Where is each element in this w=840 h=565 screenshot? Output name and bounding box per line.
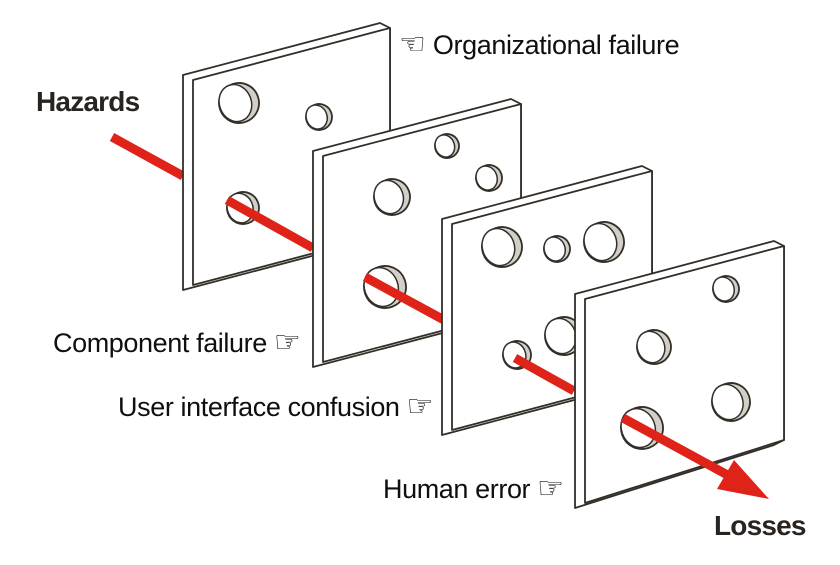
organizational-failure-label: ☜ Organizational failure [399,27,680,62]
organizational-failure-label-text: Organizational failure [432,29,680,60]
human-error-label: Human error ☞ [383,474,564,504]
human-error-label-text: Human error [383,473,531,504]
component-failure-label: Component failure ☞ [53,328,301,358]
hazard-arrow-segment [224,196,316,252]
hole-opening [636,330,666,364]
user-interface-confusion-label: User interface confusion ☞ [118,392,433,422]
cheese-slice-human-error [574,240,785,509]
losses-label: Losses [714,510,807,541]
cheese-hole [373,178,411,216]
hole-opening [481,227,516,267]
hole-opening [434,134,456,158]
right-pointing-hand-icon: ☞ [273,325,301,360]
hole-opening [583,222,618,262]
right-pointing-hand-icon: ☞ [537,471,565,506]
hazard-arrow-segment [620,414,736,482]
cheese-hole [434,133,460,159]
cheese-hole [475,164,503,192]
cheese-hole [481,226,523,268]
cheese-hole [636,329,672,365]
hole-opening [475,165,499,191]
hole-opening [218,83,253,123]
cheese-hole [218,82,260,124]
arrowhead [717,460,769,499]
hole-opening [305,104,329,130]
hazard-arrow-segment [362,273,447,324]
hole-opening [712,276,736,302]
cheese-hole [711,382,751,422]
hazards-label: Hazards [36,86,140,117]
component-failure-label-text: Component failure [53,327,267,358]
left-pointing-hand-icon: ☜ [399,27,426,62]
hazard-arrow-segment [512,354,577,395]
hole-opening [543,236,567,262]
cheese-hole [543,235,571,263]
user-interface-confusion-label-text: User interface confusion [118,391,400,422]
hole-opening [711,383,744,421]
hole-opening [373,179,405,215]
right-pointing-hand-icon: ☞ [406,389,434,424]
hazard-arrow-segment [109,133,186,180]
cheese-hole [583,221,625,263]
cheese-hole [305,103,333,131]
cheese-hole [712,275,740,303]
